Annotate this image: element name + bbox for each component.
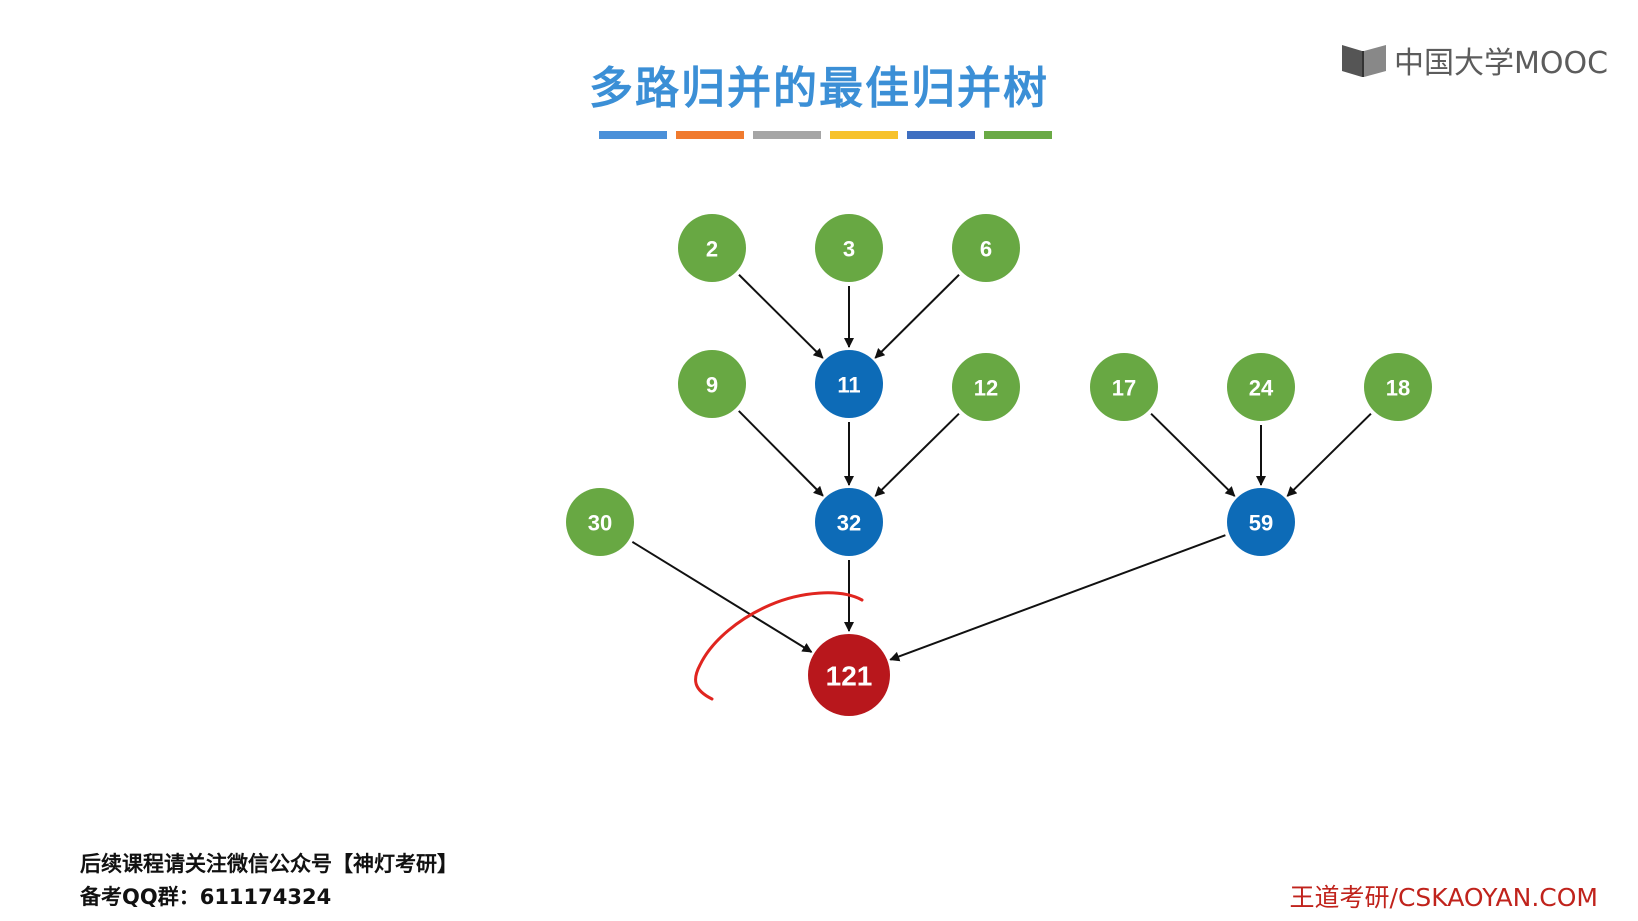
node-circle <box>678 214 746 282</box>
node-label: 24 <box>1249 376 1274 401</box>
node-17: 17 <box>1090 353 1158 421</box>
node-label: 12 <box>974 376 998 401</box>
node-2: 2 <box>678 214 746 282</box>
node-circle <box>566 488 634 556</box>
footer-brand: 王道考研/CSKAOYAN.COM <box>1289 883 1598 912</box>
node-12: 12 <box>952 353 1020 421</box>
edge-arrow-n17-n59 <box>1150 412 1236 497</box>
node-label: 9 <box>706 373 718 398</box>
edge-arrow-n18-n59 <box>1286 412 1372 497</box>
mooc-logo: 中国大学MOOC <box>1340 38 1608 82</box>
node-label: 32 <box>837 511 861 536</box>
node-label: 59 <box>1249 511 1273 536</box>
color-segment <box>753 131 821 139</box>
node-circle <box>1227 353 1295 421</box>
node-18: 18 <box>1364 353 1432 421</box>
node-label: 3 <box>843 237 855 262</box>
node-label: 121 <box>826 661 873 692</box>
edge-arrow-n9-n32 <box>738 410 824 497</box>
footer-wechat-line: 后续课程请关注微信公众号【神灯考研】 <box>80 852 458 876</box>
node-label: 6 <box>980 237 992 262</box>
node-circle <box>678 350 746 418</box>
node-circle <box>1090 353 1158 421</box>
node-circle <box>1227 488 1295 556</box>
node-circle <box>808 634 890 716</box>
color-segment <box>984 131 1052 139</box>
node-label: 2 <box>706 237 718 262</box>
node-121: 121 <box>808 634 890 716</box>
edges-layer <box>631 274 1372 662</box>
node-11: 11 <box>815 350 883 418</box>
edge-arrow-n2-n11 <box>738 274 824 359</box>
color-segment <box>599 131 667 139</box>
page-title: 多路归并的最佳归并树 <box>589 63 1049 114</box>
edge-arrow-n6-n11 <box>874 274 960 359</box>
node-label: 30 <box>588 511 612 536</box>
node-3: 3 <box>815 214 883 282</box>
mooc-book-icon <box>1342 45 1386 77</box>
nodes-layer: 2 3 6 9 11 12 17 24 18 30 32 59 121 <box>566 214 1432 716</box>
node-59: 59 <box>1227 488 1295 556</box>
red-annotation-stroke <box>694 591 864 701</box>
edge-arrow-n12-n32 <box>874 412 960 497</box>
node-6: 6 <box>952 214 1020 282</box>
footer-qq-line: 备考QQ群：611174324 <box>80 885 332 909</box>
node-circle <box>952 353 1020 421</box>
node-label: 17 <box>1112 376 1136 401</box>
node-label: 11 <box>837 373 860 398</box>
node-circle <box>952 214 1020 282</box>
edge-arrow-n30-n121 <box>631 541 813 653</box>
footer-info: 后续课程请关注微信公众号【神灯考研】 备考QQ群：611174324 <box>80 848 458 914</box>
node-circle <box>1364 353 1432 421</box>
node-30: 30 <box>566 488 634 556</box>
color-segment <box>907 131 975 139</box>
node-circle <box>815 488 883 556</box>
edge-arrow-n59-n121 <box>889 534 1226 662</box>
node-24: 24 <box>1227 353 1295 421</box>
node-32: 32 <box>815 488 883 556</box>
logo-text: 中国大学MOOC <box>1394 46 1609 81</box>
node-circle <box>815 350 883 418</box>
node-circle <box>815 214 883 282</box>
color-segment <box>676 131 744 139</box>
color-segment <box>830 131 898 139</box>
node-9: 9 <box>678 350 746 418</box>
color-divider-bar <box>599 131 1052 139</box>
node-label: 18 <box>1386 376 1410 401</box>
